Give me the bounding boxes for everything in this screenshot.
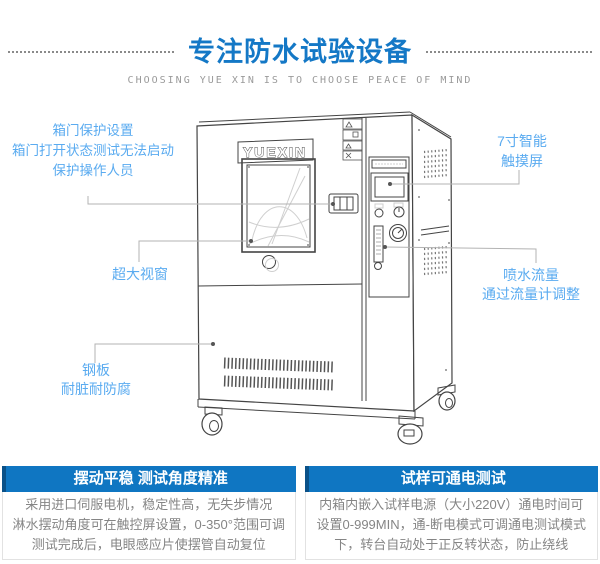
callout-line: 超大视窗	[112, 266, 168, 282]
feature-line: 设置0-999MIN，通-断电模式可调通电测试模式	[316, 517, 586, 532]
callout-window: 超大视窗	[100, 264, 180, 284]
callout-spray-flow: 喷水流量 通过流量计调整	[468, 266, 594, 304]
side-vents	[423, 148, 449, 276]
control-panel	[368, 156, 410, 298]
machine-illustration: YUEXIN	[87, 111, 537, 445]
feature-body: 采用进口伺服电机，稳定性高，无失步情况 淋水摆动角度可在触控屏设置，0-350°…	[2, 492, 296, 560]
brand-plate: YUEXIN	[237, 138, 314, 164]
feature-title: 摆动平稳 测试角度精准	[2, 466, 296, 492]
brand-text: YUEXIN	[243, 144, 307, 160]
flow-meter	[373, 225, 384, 270]
feature-line: 下，转台自动处于正反转状态，防止绕线	[334, 537, 569, 552]
feature-panels: 摆动平稳 测试角度精准 采用进口伺服电机，稳定性高，无失步情况 淋水摆动角度可在…	[2, 466, 598, 560]
page-title: 专注防水试验设备	[188, 37, 412, 67]
feature-line: 测试完成后，电眼感应片使摆管自动复位	[31, 537, 266, 552]
callout-line: 箱门打开状态测试无法启动	[12, 143, 174, 158]
leader-dot-door	[331, 202, 335, 206]
feature-panel-power: 试样可通电测试 内箱内嵌入试样电源（大小220V）通电时间可 设置0-999MI…	[304, 466, 598, 560]
warning-labels	[342, 118, 363, 161]
callout-line: 喷水流量	[503, 267, 559, 283]
callout-line: 通过流量计调整	[482, 286, 580, 302]
feature-line: 淋水摆动角度可在触控屏设置，0-350°范围可调	[12, 517, 285, 532]
pressure-gauge	[389, 224, 407, 242]
feature-title: 试样可通电测试	[304, 466, 598, 492]
callout-line: 箱门保护设置	[52, 123, 134, 138]
leader-dot-steel	[211, 342, 215, 346]
callout-line: 7寸智能	[497, 133, 547, 149]
door-lock	[262, 255, 279, 272]
side-slot	[418, 129, 450, 371]
callout-line: 钢板	[82, 362, 110, 378]
leader-dot-screen	[388, 182, 392, 186]
page-header: 专注防水试验设备 CHOOSING YUE XIN IS TO CHOOSE P…	[0, 30, 600, 86]
caster-wheel-center	[397, 415, 424, 445]
leader-dot-window	[249, 239, 253, 243]
feature-panel-swing: 摆动平稳 测试角度精准 采用进口伺服电机，稳定性高，无失步情况 淋水摆动角度可在…	[2, 466, 296, 560]
callout-door-protection: 箱门保护设置 箱门打开状态测试无法启动 保护操作人员	[8, 121, 178, 181]
feature-line: 采用进口伺服电机，稳定性高，无失步情况	[25, 497, 273, 512]
door-window	[241, 158, 316, 253]
callout-steel-plate: 钢板 耐脏耐防腐	[38, 361, 154, 399]
leader-dot-flow	[383, 245, 387, 249]
page-subtitle: CHOOSING YUE XIN IS TO CHOOSE PEACE OF M…	[127, 75, 473, 86]
feature-body: 内箱内嵌入试样电源（大小220V）通电时间可 设置0-999MIN，通-断电模式…	[304, 492, 598, 560]
caster-wheel-right	[437, 384, 456, 411]
feature-line: 内箱内嵌入试样电源（大小220V）通电时间可	[319, 497, 584, 512]
dotted-divider-right	[426, 50, 592, 53]
dotted-divider-left	[8, 50, 174, 53]
leader-lines	[87, 170, 537, 363]
callout-line: 耐脏耐防腐	[61, 381, 131, 397]
touch-screen	[370, 172, 409, 202]
control-knobs	[374, 202, 405, 218]
caster-wheel-left	[201, 406, 223, 436]
callout-touchscreen: 7寸智能 触摸屏	[478, 131, 566, 171]
callout-line: 保护操作人员	[52, 163, 134, 178]
cabinet-door	[197, 118, 367, 401]
callout-line: 触摸屏	[501, 153, 543, 169]
